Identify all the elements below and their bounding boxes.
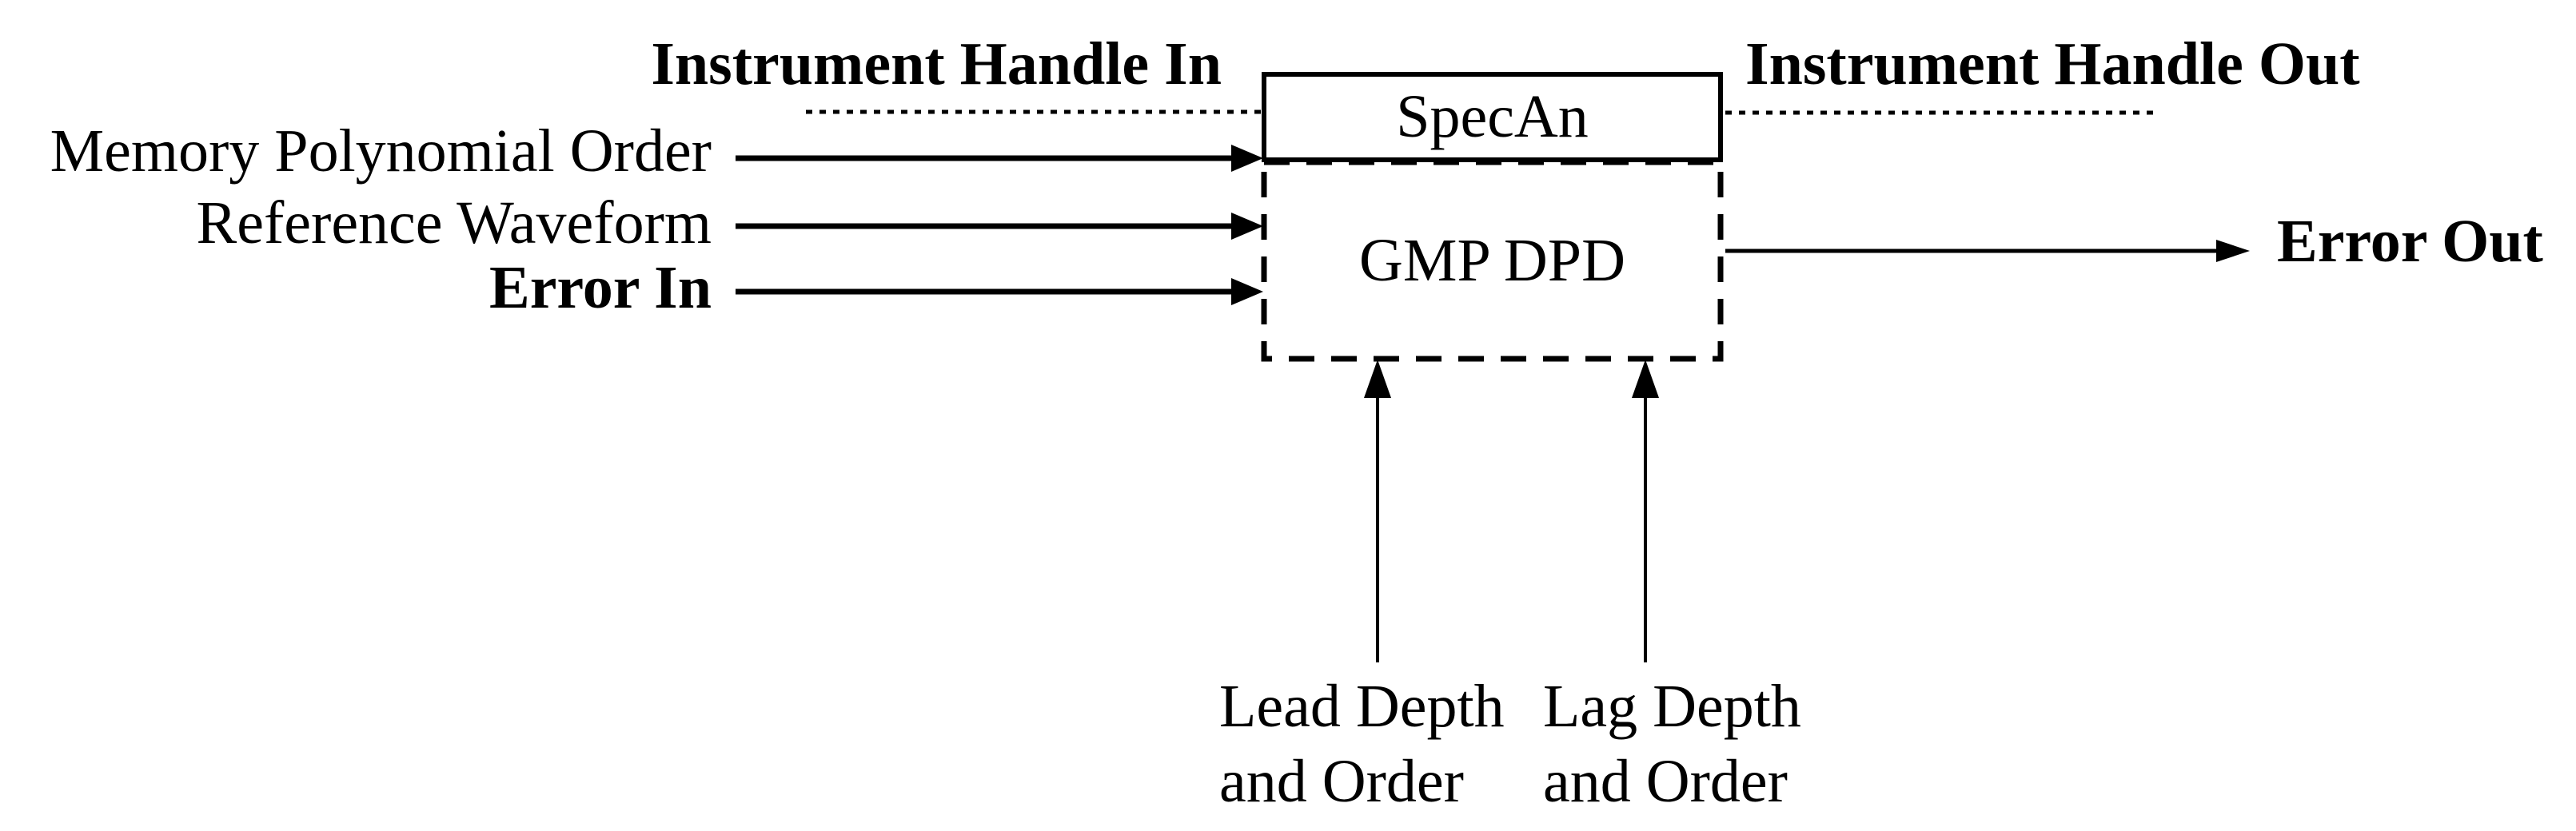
label-memory-polynomial-order: Memory Polynomial Order	[50, 117, 712, 185]
label-lag-depth-line1: Lag Depth	[1543, 673, 1801, 740]
arrow-error-in	[736, 278, 1263, 305]
label-lead-depth-line2: and Order	[1219, 748, 1464, 816]
label-error-out: Error Out	[2277, 208, 2543, 275]
label-reference-waveform: Reference Waveform	[196, 189, 712, 256]
arrow-lag-depth-and-order	[1632, 360, 1659, 662]
label-lead-depth-and-order: Lead Depth and Order	[1219, 669, 1505, 819]
label-lag-depth-line2: and Order	[1543, 748, 1788, 816]
label-instrument-handle-in: Instrument Handle In	[651, 30, 1222, 97]
label-instrument-handle-out: Instrument Handle Out	[1745, 30, 2360, 97]
label-lead-depth-line1: Lead Depth	[1219, 673, 1505, 740]
arrow-error-out	[1725, 240, 2250, 262]
label-lag-depth-and-order: Lag Depth and Order	[1543, 669, 1801, 819]
arrow-reference-waveform	[736, 213, 1263, 240]
arrow-lead-depth-and-order	[1364, 360, 1391, 662]
label-error-in: Error In	[489, 254, 712, 321]
specan-block-label: SpecAn	[1396, 82, 1589, 150]
arrow-memory-polynomial-order	[736, 145, 1263, 172]
gmp-dpd-block-label: GMP DPD	[1359, 226, 1625, 294]
specan-box	[1262, 72, 1723, 162]
